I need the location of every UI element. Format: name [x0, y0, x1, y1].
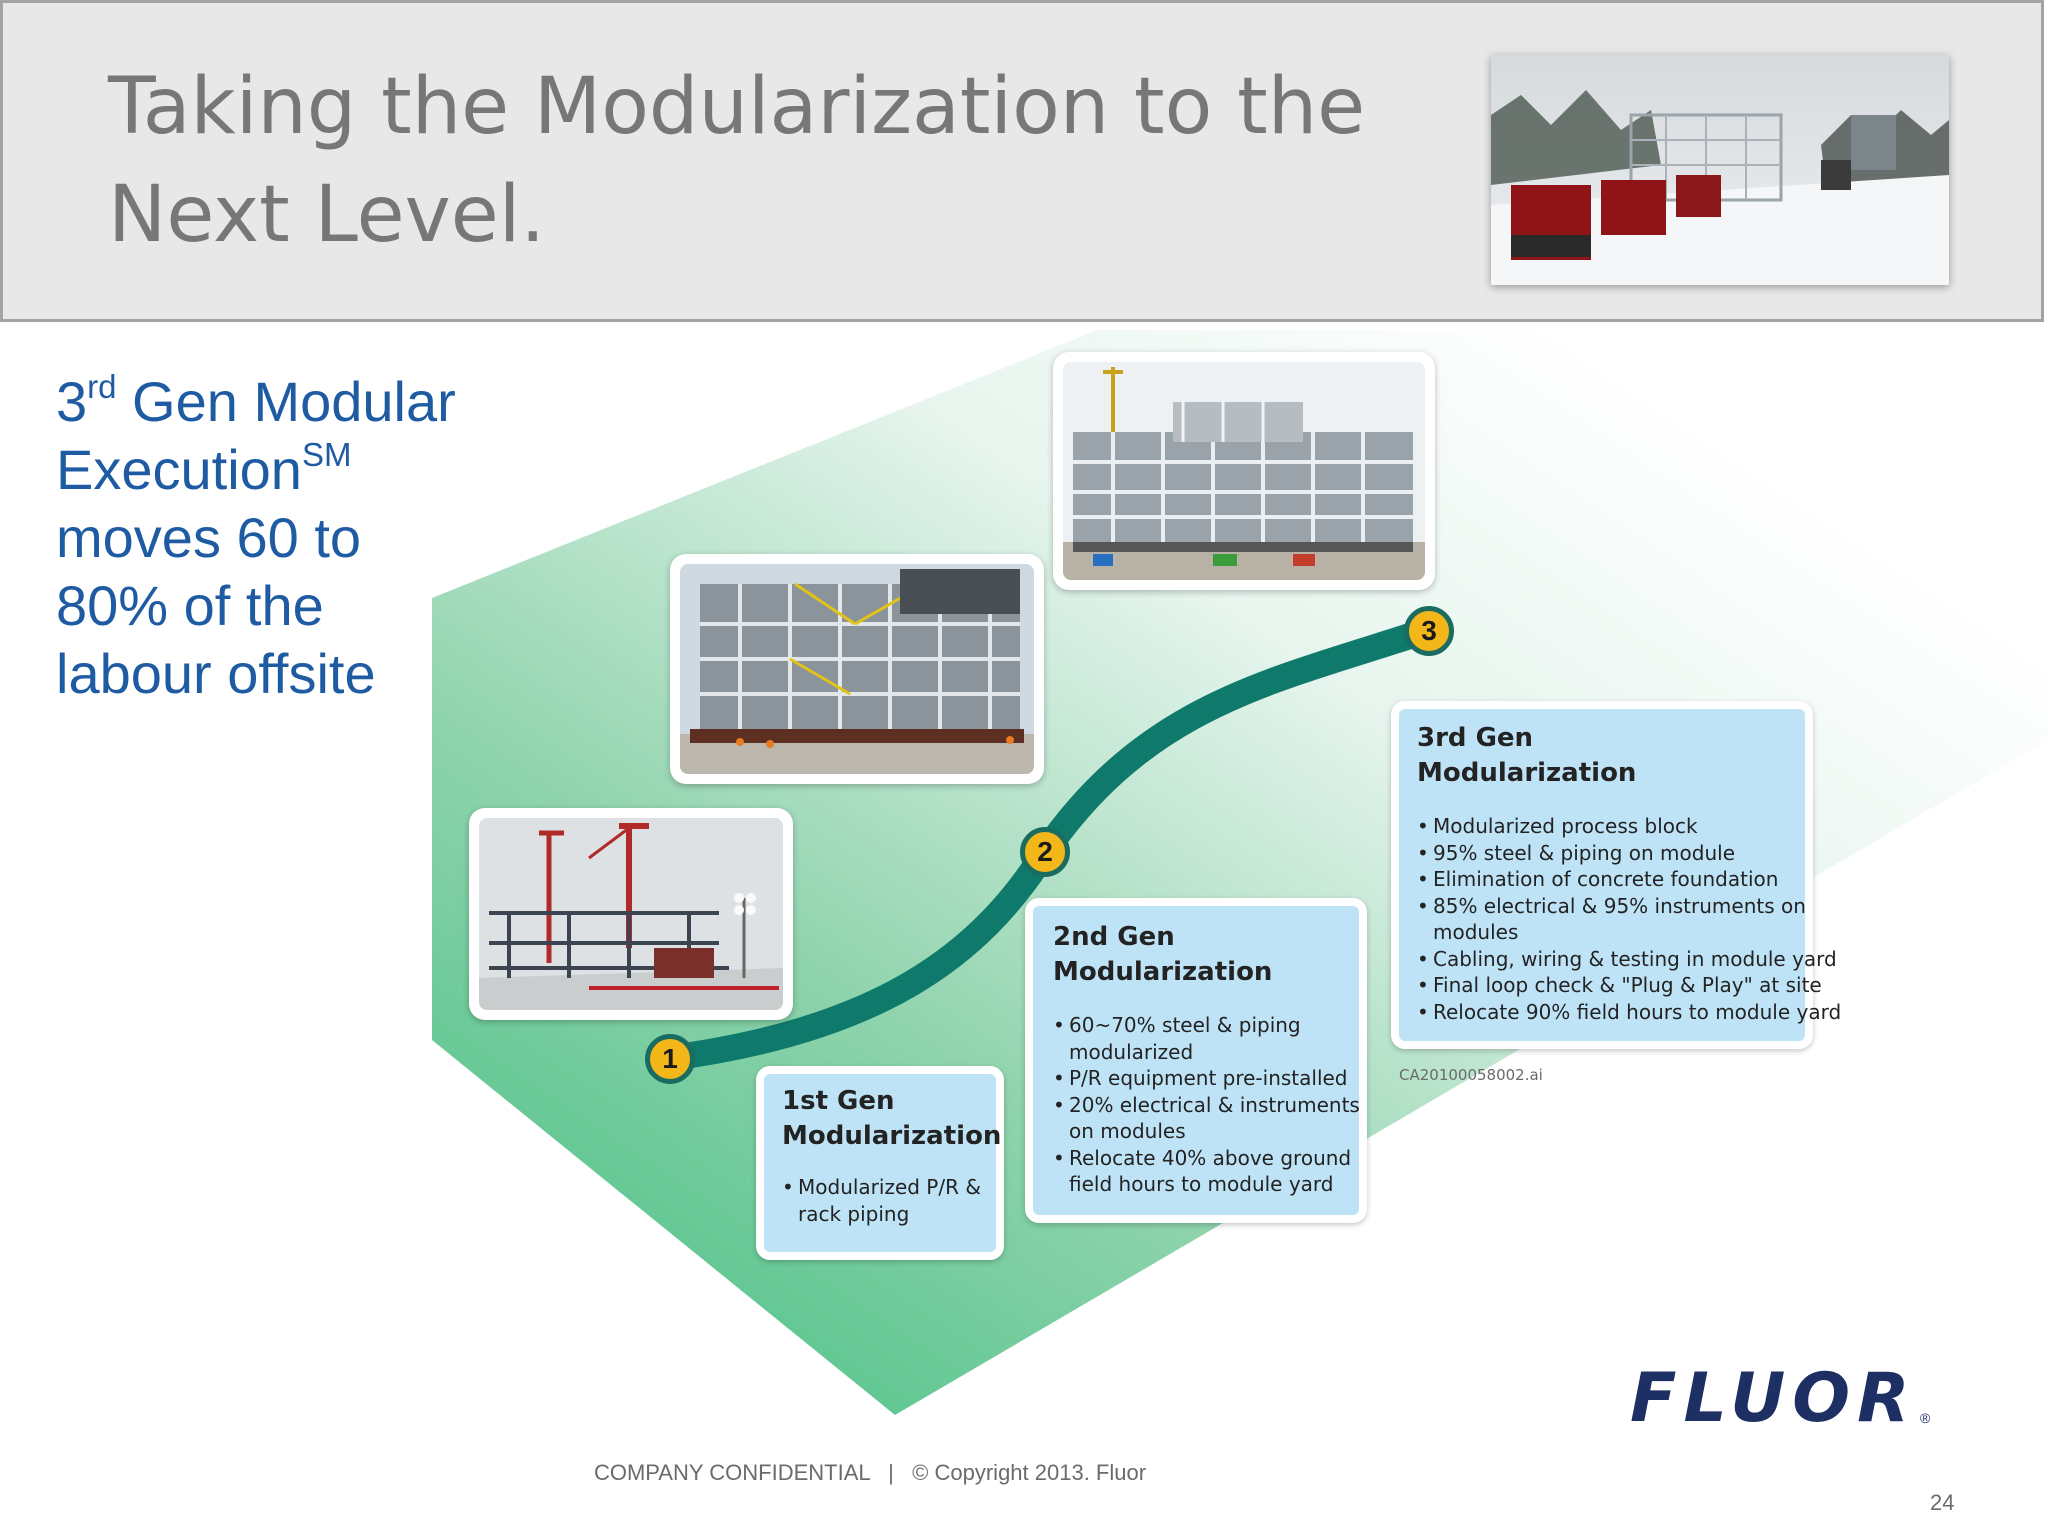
registered-mark: ® — [1920, 1410, 1931, 1426]
stage-bullet-list: Modularized process block 95% steel & pi… — [1417, 813, 1841, 1026]
key-message-line-4: 80% of the — [56, 574, 324, 637]
stage-box-title: 3rd Gen Modularization — [1417, 723, 1637, 788]
stage-box-2nd-gen: 2nd Gen Modularization 60~70% steel & pi… — [1025, 898, 1367, 1223]
footer-confidential: COMPANY CONFIDENTIAL | © Copyright 2013.… — [593, 1460, 1147, 1485]
stage-box-3rd-gen: 3rd Gen Modularization Modularized proce… — [1391, 701, 1841, 1049]
stage-bullet: P/R equipment pre-installed — [1053, 1065, 1359, 1092]
stage-bullet-list: Modularized P/R &rack piping — [782, 1174, 996, 1227]
logo-wordmark: FLUOR — [1630, 1359, 1917, 1438]
stage-bullet: Final loop check & "Plug & Play" at site — [1417, 972, 1822, 999]
graphic-file-code: CA20100058002.ai — [1399, 1066, 1543, 1084]
stage-box-title: 1st Gen Modularization — [782, 1086, 1002, 1151]
stage-box-title: 2nd Gen Modularization — [1053, 922, 1273, 987]
stage-bullet: Modularized P/R &rack piping — [782, 1174, 996, 1227]
title-line-1: Taking the Modularization to the — [108, 62, 1366, 152]
stage-marker-1: 1 — [645, 1034, 695, 1084]
photo-2nd-gen-module — [670, 554, 1044, 784]
key-message-line-3: moves 60 to — [56, 506, 362, 569]
header-photo-trucks-in-snow — [1491, 55, 1949, 285]
photo-1st-gen-construction — [469, 808, 793, 1020]
photo-3rd-gen-process-block — [1053, 352, 1435, 590]
key-message-line-1: 3rd Gen Modular — [56, 368, 456, 433]
stage-marker-3: 3 — [1404, 606, 1454, 656]
stage-bullet: 95% steel & piping on module — [1417, 840, 1805, 867]
slide-title: Taking the Modularization to the Next Le… — [108, 53, 1366, 269]
stage-bullet: Cabling, wiring & testing in module yard — [1417, 946, 1837, 973]
key-message-line-2: ExecutionSM — [56, 436, 352, 501]
stage-bullet: Modularized process block — [1417, 813, 1805, 840]
key-message: 3rd Gen Modular ExecutionSM moves 60 to … — [56, 368, 516, 708]
stage-bullet: Relocate 90% field hours to module yard — [1417, 999, 1841, 1026]
key-message-line-5: labour offsite — [56, 642, 376, 705]
page-number: 24 — [1930, 1490, 1955, 1515]
stage-bullet: Elimination of concrete foundation — [1417, 866, 1805, 893]
fluor-logo: FLUOR ® — [1630, 1362, 1940, 1436]
stage-bullet: 85% electrical & 95% instruments onmodul… — [1417, 893, 1806, 946]
header-band: Taking the Modularization to the Next Le… — [0, 0, 2044, 322]
title-line-2: Next Level. — [108, 170, 546, 260]
stage-box-1st-gen: 1st Gen Modularization Modularized P/R &… — [756, 1066, 1004, 1260]
stage-marker-2: 2 — [1020, 827, 1070, 877]
